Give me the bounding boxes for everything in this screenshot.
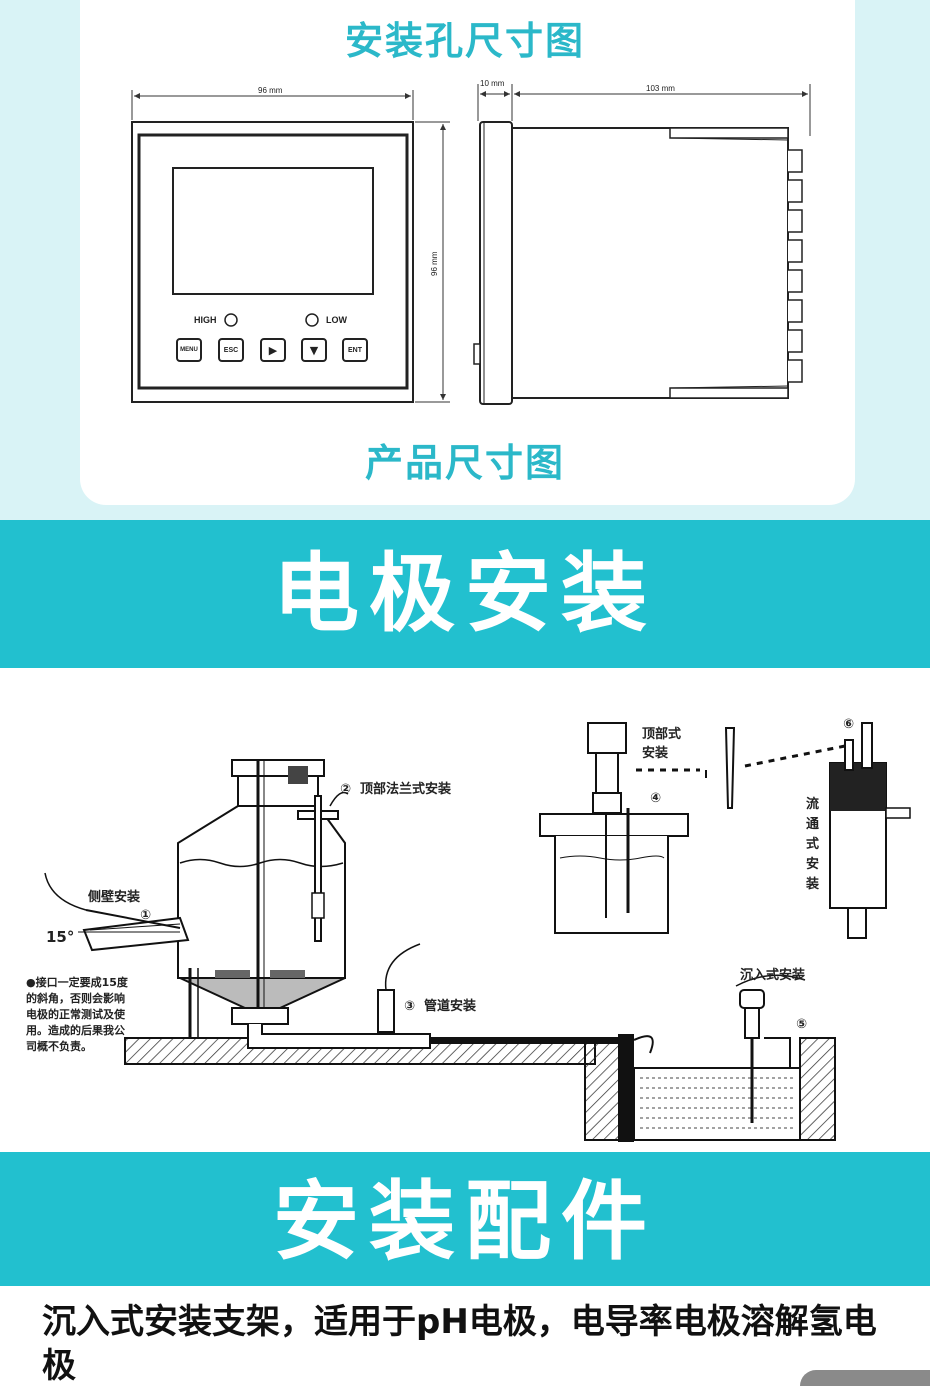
submerged-label: 沉入式安装: [740, 967, 805, 983]
side-view-drawing: 10 mm 103 mm: [473, 79, 811, 405]
menu-button: MENU: [180, 347, 198, 353]
marker-5: ⑤: [796, 1017, 807, 1032]
top-flange-label: 顶部法兰式安装: [360, 781, 451, 797]
note-line-2: 的斜角，否则会影响: [26, 991, 125, 1005]
front-width-label: 96 mm: [258, 86, 283, 95]
front-height-label: 96 mm: [430, 251, 439, 276]
accessories-title: 安装配件: [273, 1172, 657, 1272]
electrode-install-banner: 电极安装: [0, 520, 930, 668]
marker-1: ①: [140, 908, 151, 923]
low-label: LOW: [326, 315, 347, 325]
top-label-2: 安装: [642, 745, 668, 761]
accessory-description: 沉入式安装支架，适用于pH电极，电导率电极溶解氢电极: [42, 1302, 877, 1386]
flow-label-4: 安: [806, 856, 819, 872]
angle-label: 15°: [46, 928, 74, 946]
note-line-4: 用。造成的后果我公: [26, 1023, 125, 1037]
flow-label-2: 通: [806, 816, 819, 832]
marker-4: ④: [650, 791, 661, 806]
note-line-5: 司概不负责。: [26, 1039, 92, 1053]
esc-button: ESC: [223, 347, 239, 354]
flow-label-5: 装: [805, 876, 819, 892]
marker-2: ②: [340, 782, 351, 797]
flow-label-1: 流: [806, 796, 819, 812]
accessories-banner: 安装配件: [0, 1152, 930, 1286]
installation-diagram: 侧壁安装 ① 15° ② 顶部法兰式安装 ③ 管道安装 顶部式 安装 ④ 沉入式…: [26, 717, 911, 1142]
marker-6: ⑥: [843, 717, 854, 732]
product-size-title: 产品尺寸图: [364, 441, 565, 485]
high-label: HIGH: [194, 315, 217, 325]
note-line-3: 电极的正常测试及使: [26, 1007, 126, 1021]
ent-button: ENT: [348, 347, 362, 354]
side-front-label: 10 mm: [480, 79, 505, 88]
electrode-install-title: 电极安装: [273, 544, 657, 644]
top-label: 顶部式: [642, 726, 681, 742]
note-line-1: ●接口一定要成15度: [26, 975, 129, 989]
marker-3: ③: [404, 999, 415, 1014]
side-wall-label: 侧壁安装: [88, 889, 140, 905]
hole-size-title: 安装孔尺寸图: [344, 19, 585, 63]
side-depth-label: 103 mm: [646, 84, 675, 93]
accessory-image-edge: [800, 1370, 930, 1386]
down-button: ▼: [309, 344, 319, 357]
flow-label-3: 式: [806, 836, 819, 852]
front-view-drawing: 96 mm 96 mm: [131, 86, 450, 403]
pipe-label: 管道安装: [424, 998, 476, 1014]
right-button: ▶: [268, 344, 278, 357]
